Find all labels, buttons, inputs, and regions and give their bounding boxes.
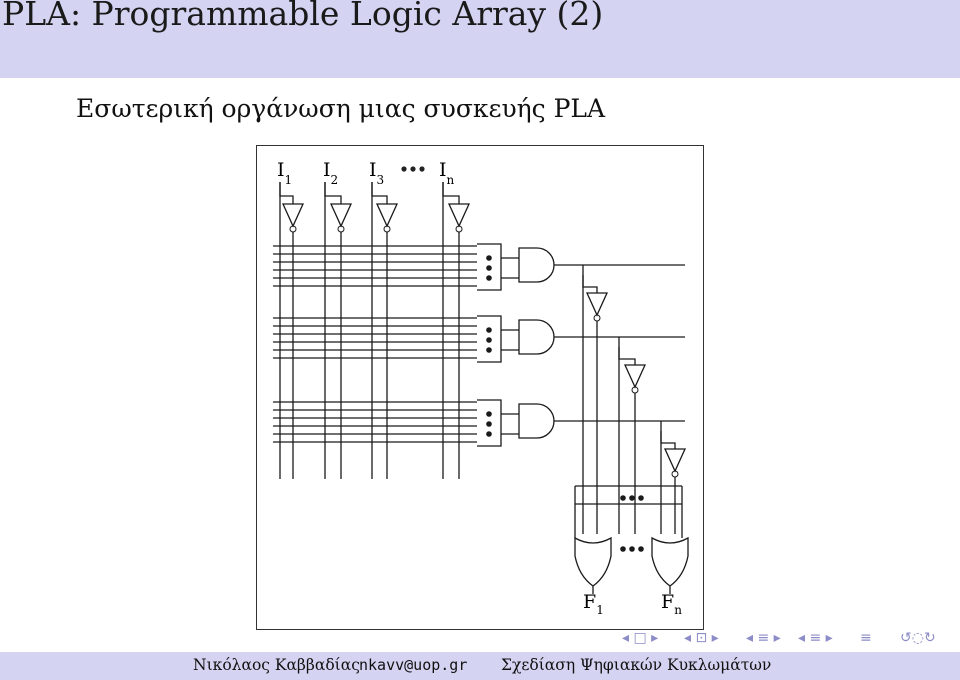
footer-author: Νικόλαος Καββαδίας [193, 656, 360, 674]
frame-subtitle: Εσωτερική οργάνωση μιας συσκευής PLA [76, 94, 606, 123]
title-bar [0, 0, 960, 78]
nav-search-icon[interactable]: ↺◌↻ [900, 630, 936, 646]
or-inverter-icon [623, 364, 647, 389]
ellipsis-dot [620, 546, 626, 552]
nav-appendix-icon[interactable]: ≡ [860, 630, 872, 646]
ellipsis-dot [629, 495, 635, 501]
nav-subsection-icon[interactable]: ◂ ⊡ ▸ [684, 630, 719, 646]
product-term-bus [477, 243, 502, 291]
ellipsis-dot [486, 275, 492, 281]
ellipsis-dot [486, 327, 492, 333]
pla-diagram: I1 I2 I3 In F1 Fn [256, 145, 704, 630]
input-label-2: I2 [323, 159, 338, 187]
and-gate-icon [518, 247, 555, 283]
or-branch [582, 275, 598, 293]
ellipsis-dot [486, 421, 492, 427]
input-label-1: I1 [277, 159, 292, 187]
or-gate-1-icon [574, 536, 612, 587]
or-gate-n-icon [651, 536, 689, 587]
ellipsis-dot [629, 546, 635, 552]
pla-circuit-svg: I1 I2 I3 In F1 Fn [273, 159, 689, 617]
ellipsis-dot [638, 546, 644, 552]
output-label-1: F1 [583, 591, 604, 617]
or-inverter-icon [663, 448, 687, 473]
inverter-triangle-icon [375, 203, 399, 228]
or-branch [660, 431, 676, 449]
nav-part-icon[interactable]: ◂ ≡ ▸ [798, 630, 833, 646]
inverter-triangle-icon [329, 203, 353, 228]
ellipsis-dot [486, 411, 492, 417]
ellipsis-dot [486, 347, 492, 353]
product-term-bus [477, 315, 502, 363]
nav-section-icon[interactable]: ◂ ≡ ▸ [746, 630, 781, 646]
ellipsis-dot [486, 265, 492, 271]
beamer-navigation: ◂ □ ▸ ◂ ⊡ ▸ ◂ ≡ ▸ ◂ ≡ ▸ ≡ ↺◌↻ [622, 630, 952, 650]
or-inverter-icon [585, 292, 609, 317]
footer-bar [0, 652, 960, 680]
input-label-n: In [439, 159, 455, 187]
ellipsis-dot [486, 337, 492, 343]
ellipsis-dot [486, 431, 492, 437]
nav-frame-back-icon[interactable]: ◂ □ ▸ [622, 630, 659, 646]
input-ellipsis [401, 166, 425, 172]
frame-title: PLA: Programmable Logic Array (2) [2, 0, 604, 33]
and-gate-icon [518, 319, 555, 355]
ellipsis-dot [486, 255, 492, 261]
ellipsis-dot [620, 495, 626, 501]
footer-email: nkavv@uop.gr [359, 656, 468, 674]
and-gate-icon [518, 403, 555, 439]
inverter-triangle-icon [281, 203, 305, 228]
inverter-triangle-icon [447, 203, 471, 228]
output-label-n: Fn [661, 591, 682, 617]
input-label-3: I3 [369, 159, 384, 187]
product-term-bus [477, 399, 502, 447]
footer-course: Σχεδίαση Ψηφιακών Κυκλωμάτων [501, 656, 772, 674]
or-branch [618, 347, 636, 365]
ellipsis-dot [638, 495, 644, 501]
